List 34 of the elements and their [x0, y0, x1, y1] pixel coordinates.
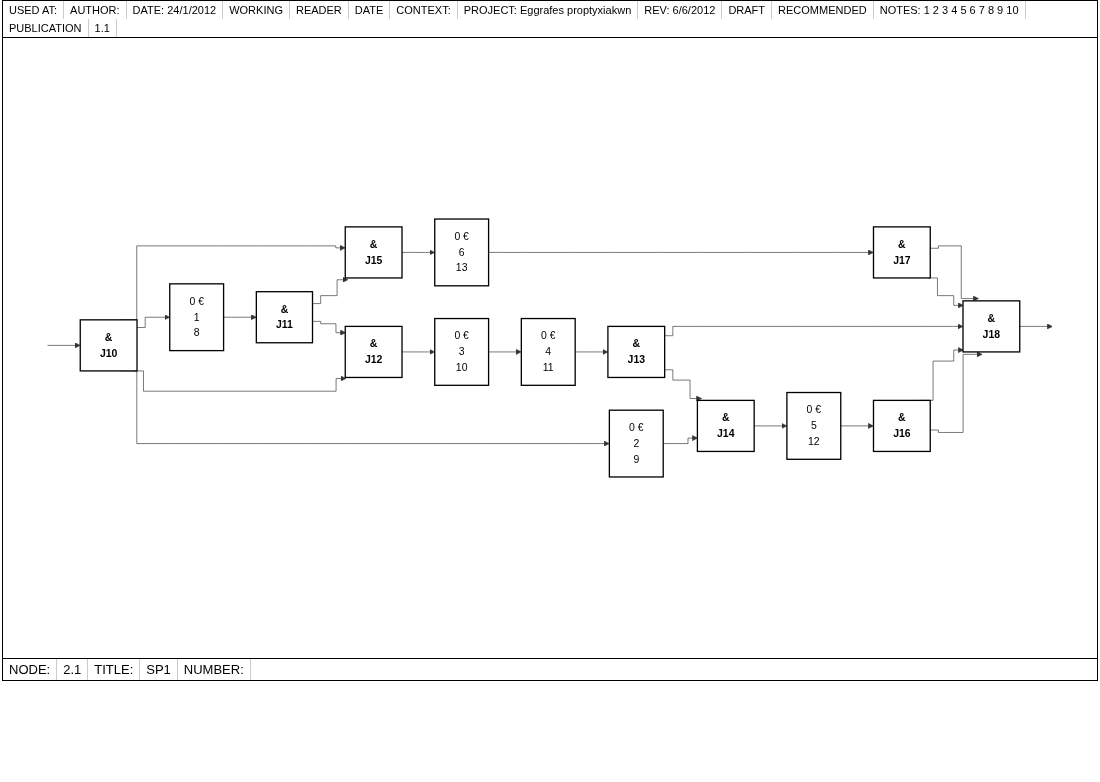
title-field: TITLE: [88, 659, 141, 680]
draft-status: DRAFT [722, 1, 773, 19]
reader-field: READER [289, 1, 349, 19]
node-box: & J15 [344, 226, 403, 279]
date-field: DATE: 24/1/2012 [126, 1, 224, 19]
publication-status: PUBLICATION [3, 19, 89, 37]
node-box: 0 € 6 13 [434, 218, 490, 287]
node-field: NODE: [3, 659, 58, 680]
node-box: 0 € 3 10 [434, 317, 490, 386]
context-field: CONTEXT: [390, 1, 458, 19]
node-box: & J13 [607, 325, 666, 379]
working-status: WORKING [223, 1, 290, 19]
author-field: AUTHOR: [64, 1, 127, 19]
node-box: 0 € 5 12 [786, 391, 842, 460]
node-box: & J17 [872, 226, 931, 279]
recommended-status: RECOMMENDED [772, 1, 874, 19]
used-at-field: USED AT: [3, 1, 65, 19]
notes-field: NOTES: 1 2 3 4 5 6 7 8 9 10 [873, 1, 1026, 19]
date-heading: DATE [348, 1, 391, 19]
node-box: & J18 [962, 300, 1021, 353]
node-number: 2.1 [57, 659, 89, 680]
node-box: 0 € 1 8 [169, 283, 225, 352]
revision-date: REV: 6/6/2012 [638, 1, 723, 19]
node-box: & J10 [79, 319, 138, 372]
context-number: 1.1 [88, 19, 117, 37]
title-value: SP1 [140, 659, 178, 680]
node-box: & J11 [255, 291, 314, 344]
number-field: NUMBER: [177, 659, 251, 680]
project-field: PROJECT: Eggrafes proptyxiakwn [457, 1, 639, 19]
node-box: & J16 [872, 399, 931, 453]
node-box: 0 € 2 9 [608, 409, 664, 478]
node-box: 0 € 4 11 [520, 317, 576, 386]
node-box: & J12 [344, 325, 403, 379]
node-box: & J14 [696, 399, 755, 453]
